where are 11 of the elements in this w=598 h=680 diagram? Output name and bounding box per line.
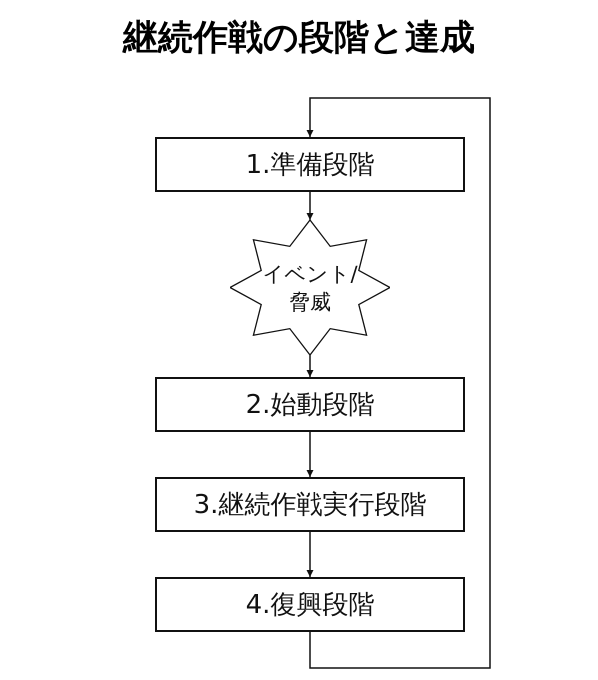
arrow — [306, 97, 491, 669]
process-box: 3.継続作戦実行段階 — [155, 477, 465, 532]
process-box: 2.始動段階 — [155, 377, 465, 432]
process-box: 1.準備段階 — [155, 137, 465, 192]
arrow — [306, 432, 314, 477]
arrow — [306, 192, 314, 220]
diagram-title: 継続作戦の段階と達成 — [123, 17, 475, 60]
arrow — [306, 355, 314, 377]
process-box: 4.復興段階 — [155, 577, 465, 632]
event-star: イベント/脅威 — [230, 220, 390, 355]
arrow — [306, 532, 314, 577]
